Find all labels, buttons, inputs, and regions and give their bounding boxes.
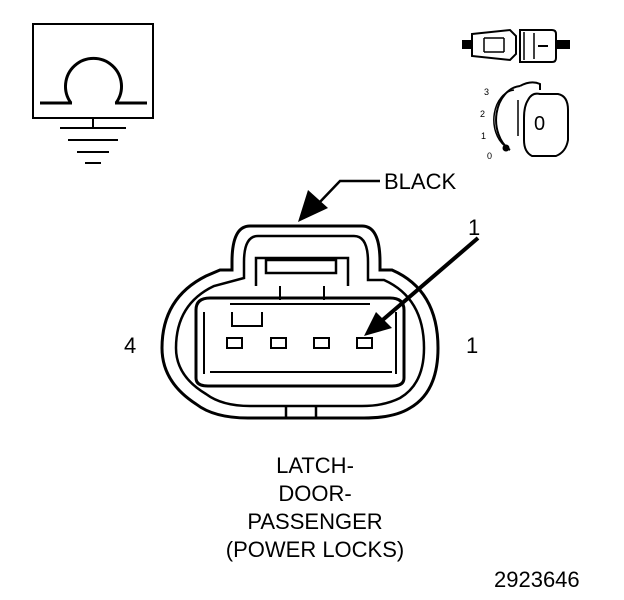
figure-number: 2923646 xyxy=(494,567,580,592)
ohm-symbol xyxy=(32,23,154,119)
terminal-cavities xyxy=(226,337,373,349)
terminal-1 xyxy=(356,337,373,349)
pin-1-label: 1 xyxy=(466,333,479,358)
switch-knob-label: 0 xyxy=(534,113,546,135)
pin-1-callout: 1 xyxy=(468,215,481,240)
connector-caption: LATCH- DOOR- PASSENGER (POWER LOCKS) xyxy=(180,452,450,564)
connector-icon xyxy=(462,28,570,63)
switch-position-1: 1 xyxy=(481,131,487,141)
caption-line: PASSENGER xyxy=(247,509,383,534)
connector-body xyxy=(160,224,440,420)
caption-line: LATCH- xyxy=(276,453,354,478)
terminal-4 xyxy=(226,337,243,349)
terminal-3 xyxy=(270,337,287,349)
switch-position-0: 0 xyxy=(487,151,493,161)
black-leader xyxy=(298,179,380,222)
ground-icon xyxy=(60,118,126,164)
pin-4-label: 4 xyxy=(124,333,137,358)
ignition-switch-icon xyxy=(493,81,569,157)
switch-position-3: 3 xyxy=(484,87,490,97)
wire-color-label: BLACK xyxy=(384,169,457,194)
caption-line: DOOR- xyxy=(278,481,352,506)
switch-position-2: 2 xyxy=(480,109,486,119)
caption-line: (POWER LOCKS) xyxy=(225,537,405,562)
terminal-2 xyxy=(313,337,330,349)
pin-1-leader xyxy=(364,236,480,336)
